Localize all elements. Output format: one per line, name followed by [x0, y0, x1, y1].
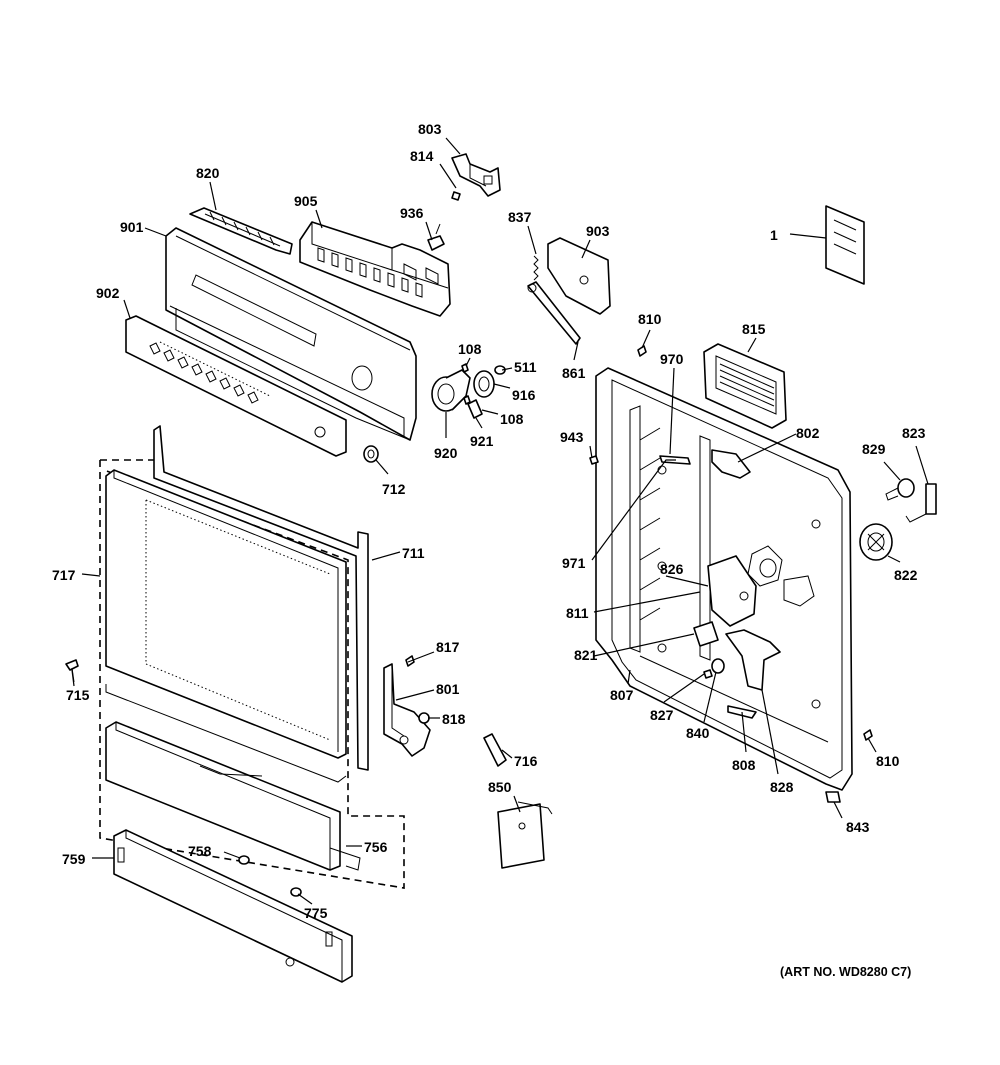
part-843-hinge-pin [825, 791, 841, 803]
part-821-bracket [693, 621, 719, 647]
part-828-diverter [725, 629, 781, 691]
callout-817: 817 [436, 639, 460, 655]
part-818-clip [418, 712, 430, 724]
callout-810-lower: 810 [876, 753, 900, 769]
callout-843: 843 [846, 819, 870, 835]
callout-1: 1 [770, 227, 778, 243]
part-802-latch [711, 449, 751, 479]
callout-905: 905 [294, 193, 318, 209]
callout-108-lower: 108 [500, 411, 524, 427]
callout-803: 803 [418, 121, 442, 137]
part-outer-door-panel [105, 469, 347, 783]
callout-756: 756 [364, 839, 388, 855]
callout-801: 801 [436, 681, 460, 697]
part-1-literature-pack [825, 205, 865, 285]
callout-712: 712 [382, 481, 406, 497]
callout-716: 716 [514, 753, 538, 769]
part-837-spring [533, 255, 539, 281]
part-903-bracket [547, 237, 611, 315]
part-823-latch-key [905, 483, 937, 523]
part-820-trim-strip [189, 207, 293, 255]
part-905-control-board [299, 221, 451, 317]
callout-815: 815 [742, 321, 766, 337]
callout-861: 861 [562, 365, 586, 381]
part-756-kick-panel [105, 721, 361, 871]
callout-850: 850 [488, 779, 512, 795]
part-712-grommet [363, 445, 379, 463]
callout-818: 818 [442, 711, 466, 727]
assembly-717-outline [99, 459, 405, 889]
callout-971: 971 [562, 555, 586, 571]
part-826-dispenser [707, 555, 757, 627]
callout-936: 936 [400, 205, 424, 221]
part-801-hinge [383, 663, 431, 757]
callout-108-upper: 108 [458, 341, 482, 357]
part-810-screw-lower [863, 729, 873, 741]
part-108-screw-upper [461, 363, 469, 373]
callout-807: 807 [610, 687, 634, 703]
callout-759: 759 [62, 851, 86, 867]
part-759-toe-kick [113, 829, 353, 983]
callout-837: 837 [508, 209, 532, 225]
art-number: (ART NO. WD8280 C7) [780, 965, 911, 979]
callout-916: 916 [512, 387, 536, 403]
callout-717: 717 [52, 567, 76, 583]
part-814-screw [451, 191, 461, 201]
callout-943: 943 [560, 429, 584, 445]
callout-labels: 803 814 820 905 936 837 903 901 1 902 81… [52, 121, 926, 921]
part-920-knob [431, 369, 471, 412]
callout-511: 511 [514, 359, 537, 375]
callout-970: 970 [660, 351, 684, 367]
callout-829: 829 [862, 441, 886, 457]
callout-823: 823 [902, 425, 926, 441]
part-829-knob [885, 478, 915, 501]
callout-715: 715 [66, 687, 90, 703]
part-711-side-bracket [153, 425, 369, 771]
part-840-gasket [711, 658, 725, 674]
callout-921: 921 [470, 433, 494, 449]
part-902-console-face [125, 315, 347, 457]
callout-903: 903 [586, 223, 610, 239]
part-758-screw [238, 855, 250, 865]
part-803-door-switch [451, 153, 501, 197]
callout-808: 808 [732, 757, 756, 773]
part-108-screw-lower [463, 395, 471, 405]
callout-775: 775 [304, 905, 328, 921]
part-861-rod [527, 281, 581, 345]
callout-758: 758 [188, 843, 212, 859]
callout-821: 821 [574, 647, 598, 663]
part-815-vent [703, 343, 787, 429]
part-901-control-panel [165, 227, 417, 441]
callout-827: 827 [650, 707, 674, 723]
callout-802: 802 [796, 425, 820, 441]
leader-lines [71, 137, 929, 905]
part-827-screw [703, 669, 713, 679]
part-921-bracket [467, 399, 483, 419]
callout-826: 826 [660, 561, 684, 577]
callout-901: 901 [120, 219, 144, 235]
callout-920: 920 [434, 445, 458, 461]
callout-822: 822 [894, 567, 918, 583]
part-943-screw [589, 455, 599, 465]
part-850-vent-cover [497, 801, 553, 869]
callout-810-upper: 810 [638, 311, 662, 327]
part-916-ring [473, 370, 495, 398]
callout-828: 828 [770, 779, 794, 795]
callout-902: 902 [96, 285, 120, 301]
part-716-bumper [483, 733, 507, 767]
part-822-disc [859, 523, 893, 561]
callout-711: 711 [402, 545, 425, 561]
callout-811: 811 [566, 605, 589, 621]
callout-820: 820 [196, 165, 220, 181]
callout-814: 814 [410, 148, 434, 164]
callout-840: 840 [686, 725, 710, 741]
